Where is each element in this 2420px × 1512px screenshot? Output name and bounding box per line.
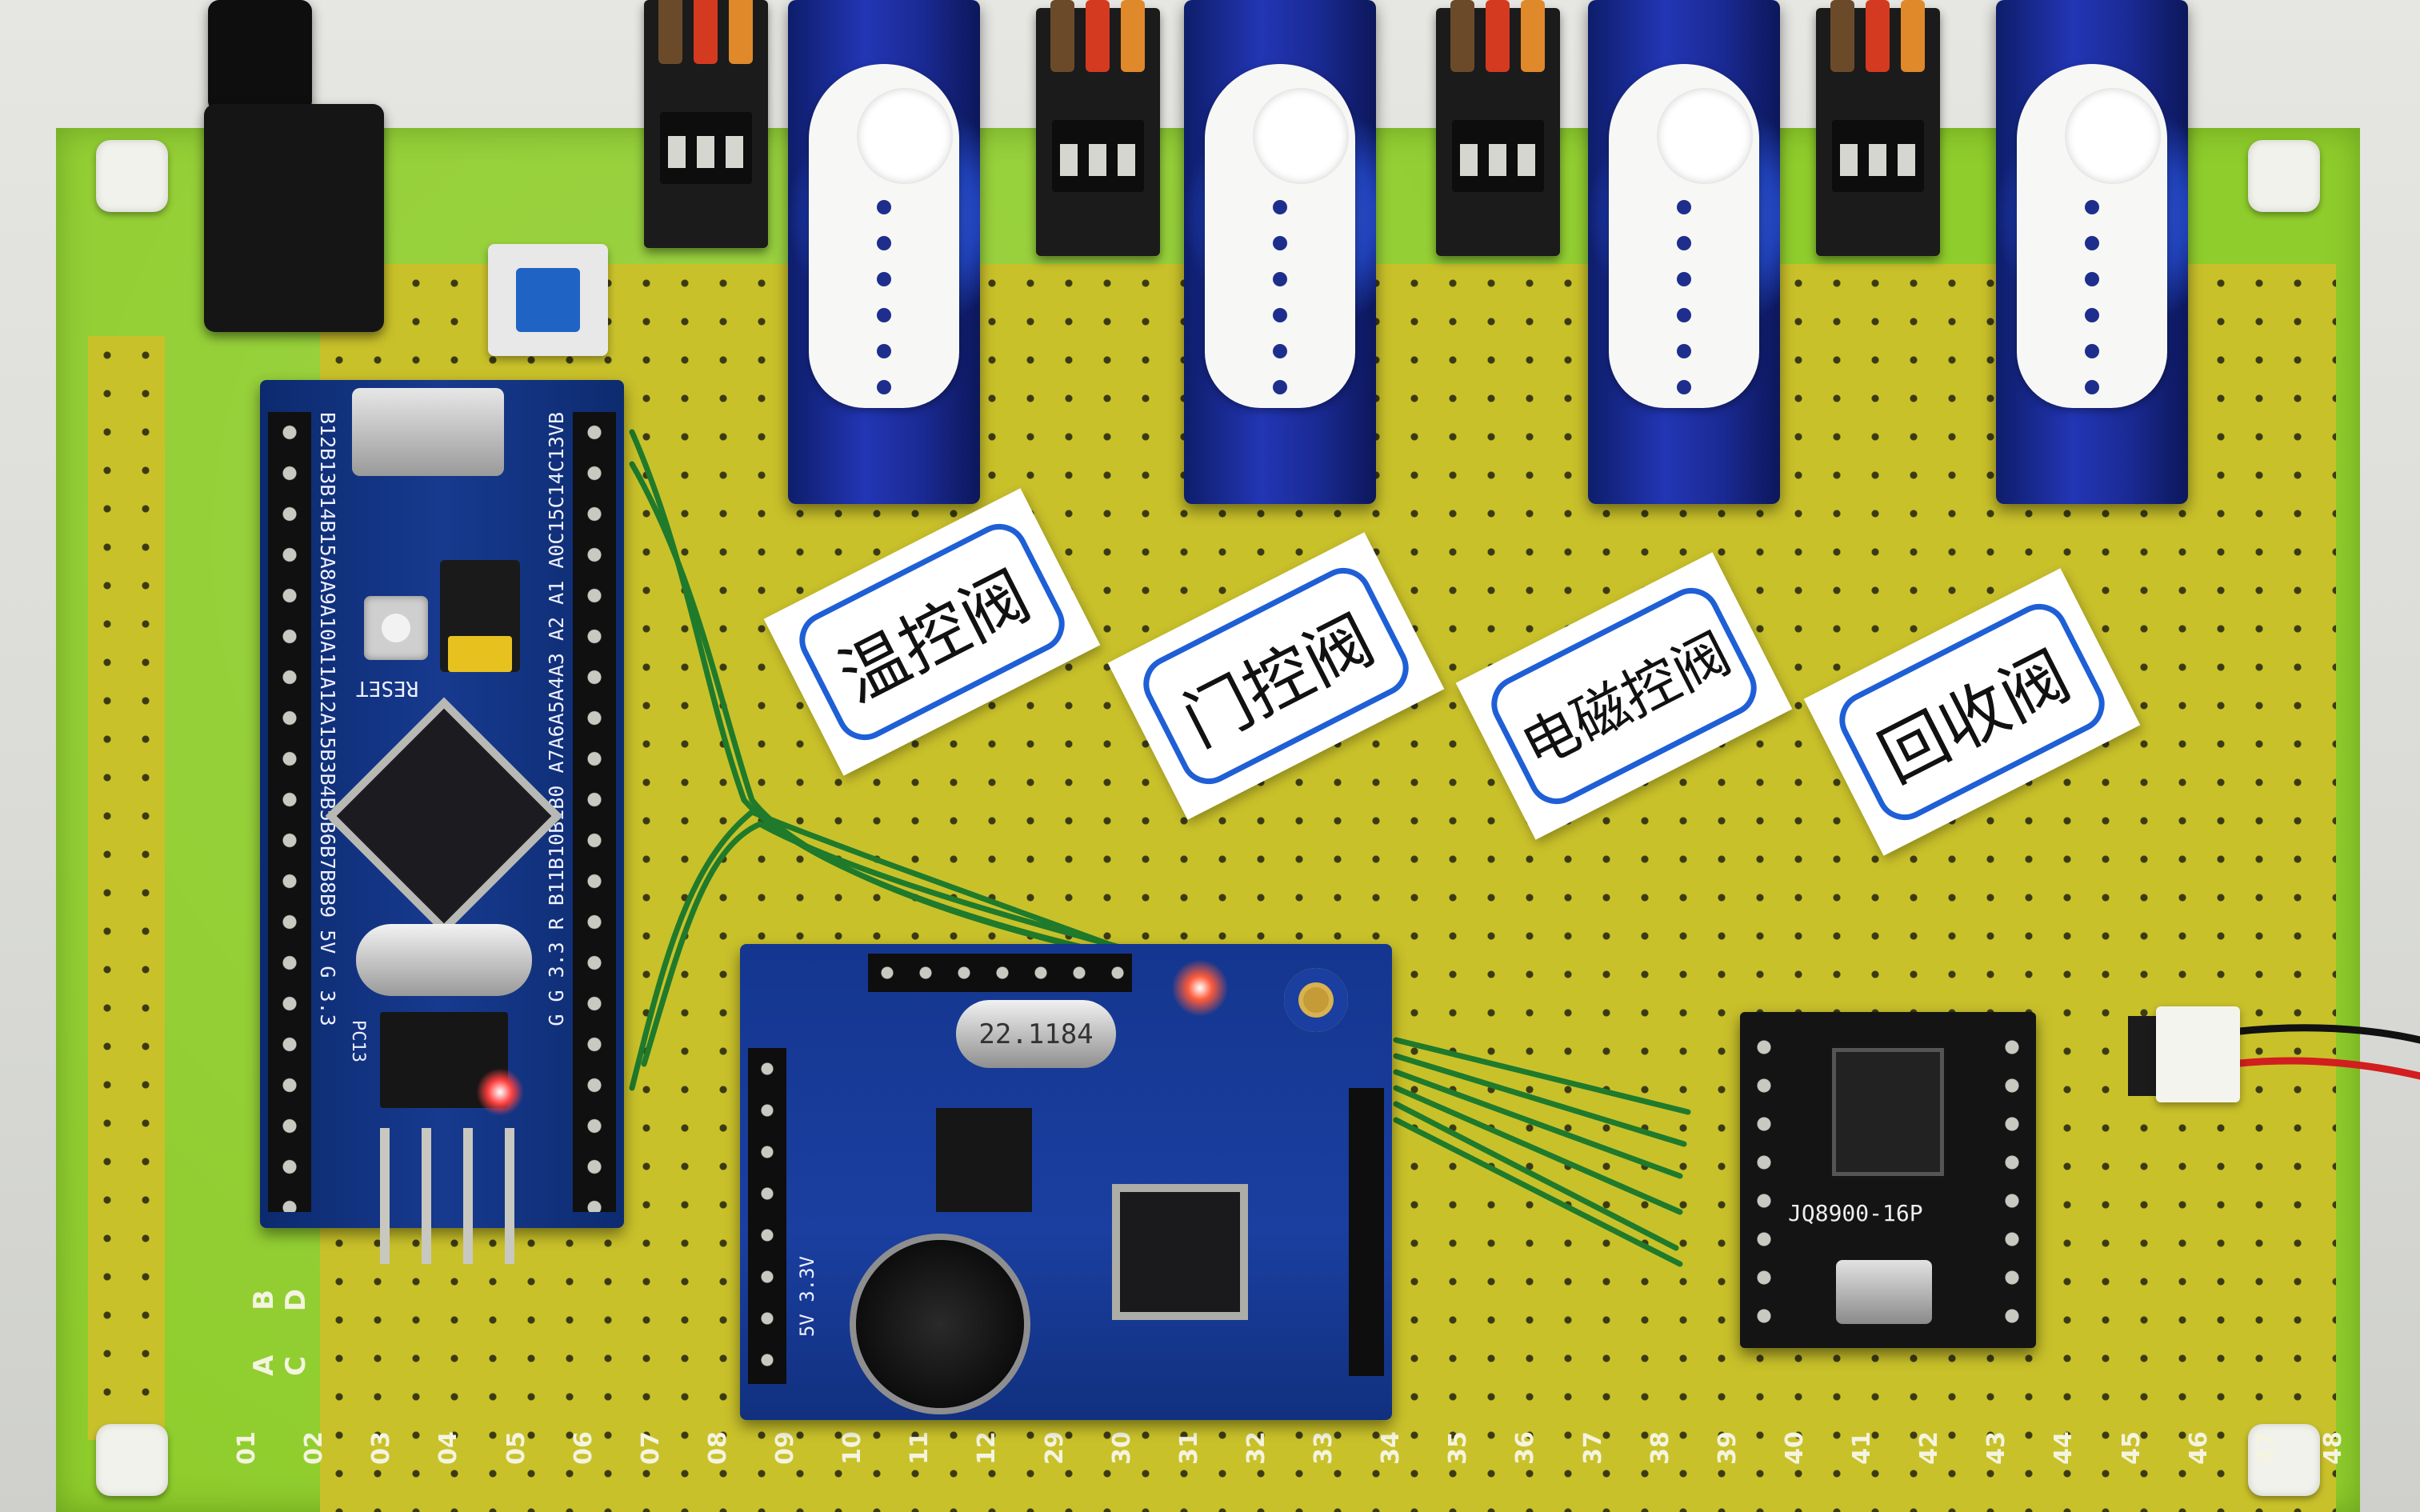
tactile-switch-cap [516,268,580,332]
servo-connector [1816,0,1940,256]
column-label: 29 [1040,1431,1069,1465]
column-label: 31 [1174,1431,1203,1465]
crystal-oscillator: 22.1184 [956,1000,1116,1068]
pin-header-right [573,412,616,1212]
voltage-regulator [936,1108,1032,1212]
column-label: 07 [636,1431,665,1465]
pin-header-left [748,1048,786,1384]
pin-header-right [1994,1028,2030,1332]
right-pin-labels: G G 3.3 R B11B10B1B0 A7A6A5A4A3 A2 A1 A0… [545,412,568,1026]
column-label: 01 [232,1431,261,1465]
column-label: 34 [1377,1431,1405,1465]
column-label: 40 [1780,1431,1809,1465]
column-label: 12 [973,1431,1002,1465]
column-label: 39 [1713,1431,1742,1465]
column-label: 32 [1242,1431,1270,1465]
reset-label: RESET [356,676,419,700]
mounting-standoff [2248,140,2320,212]
column-label: 10 [838,1431,866,1465]
status-led [1172,960,1228,1016]
microphone [856,1240,1024,1408]
column-label: 42 [1915,1431,1943,1465]
row-labels: A B C D [248,1270,312,1376]
column-label: 45 [2117,1431,2146,1465]
column-labels: 01 02 03 04 05 06 07 08 09 10 11 12 29 30 31 32 33 34 35 36… [233,1424,2360,1472]
micro-usb-port [352,388,504,476]
dc-jack-body [204,104,384,332]
mp3-module: JQ8900-16P [1740,1012,2036,1348]
module-label: JQ8900-16P [1788,1200,1923,1226]
programming-pins [356,1128,516,1264]
column-label: 11 [906,1431,934,1465]
column-label: 41 [1847,1431,1876,1465]
reset-button [364,596,428,660]
mounting-standoff [2248,1424,2320,1496]
column-label: 48 [2318,1431,2347,1465]
power-led [476,1068,524,1116]
microcontroller-chip [336,708,552,924]
mounting-hole [1284,968,1348,1032]
column-label: 43 [1982,1431,2011,1465]
column-label: 37 [1578,1431,1607,1465]
crystal-oscillator [356,924,532,996]
column-label: 06 [569,1431,598,1465]
servo-connector [644,0,768,248]
stm32-board: B12B13B14B15A8A9A10A11A12A15B3B4B5B6B7B8… [260,380,624,1264]
left-pin-labels: B12B13B14B15A8A9A10A11A12A15B3B4B5B6B7B8… [316,412,339,1026]
servo-motor [1184,0,1376,504]
servo-motor [788,0,980,504]
micro-usb-port [1836,1260,1932,1324]
servo-connector [1036,0,1160,256]
column-label: 44 [2050,1431,2078,1465]
pin-header-left [268,412,311,1212]
servo-connector [1436,0,1560,256]
pin-header-top [868,954,1132,992]
mounting-standoff [96,1424,168,1496]
power-label: 5V 3.3V [796,1256,818,1338]
column-label: 05 [502,1431,530,1465]
servo-horn [1205,64,1355,408]
crystal-marking: 22.1184 [978,1018,1094,1050]
mounting-standoff [96,140,168,212]
audio-chip [1836,1052,1940,1172]
pin-header-right [1349,1088,1384,1376]
servo-motor [1996,0,2188,504]
column-label: 38 [1646,1431,1674,1465]
column-label: 46 [2184,1431,2213,1465]
column-label: 35 [1444,1431,1473,1465]
column-label: 08 [703,1431,732,1465]
servo-motor [1588,0,1780,504]
servo-horn [2017,64,2167,408]
column-label: 47 [2251,1431,2280,1465]
column-label: 33 [1309,1431,1338,1465]
servo-horn [809,64,959,408]
dc-jack [208,0,312,112]
column-label: 36 [1511,1431,1540,1465]
asr-chip [1120,1192,1240,1312]
power-rail-left [88,336,165,1440]
column-label: 09 [770,1431,799,1465]
column-label: 04 [434,1431,463,1465]
column-label: 03 [367,1431,396,1465]
pin-header-left [1746,1028,1782,1332]
boot-jumper-cap [448,636,512,672]
column-label: 02 [300,1431,328,1465]
voice-recognition-module: 22.1184 5V 3.3V [740,944,1392,1420]
jst-connector [2156,1006,2240,1102]
servo-horn [1609,64,1759,408]
pc13-label: PC13 [348,1020,368,1062]
column-label: 30 [1107,1431,1136,1465]
